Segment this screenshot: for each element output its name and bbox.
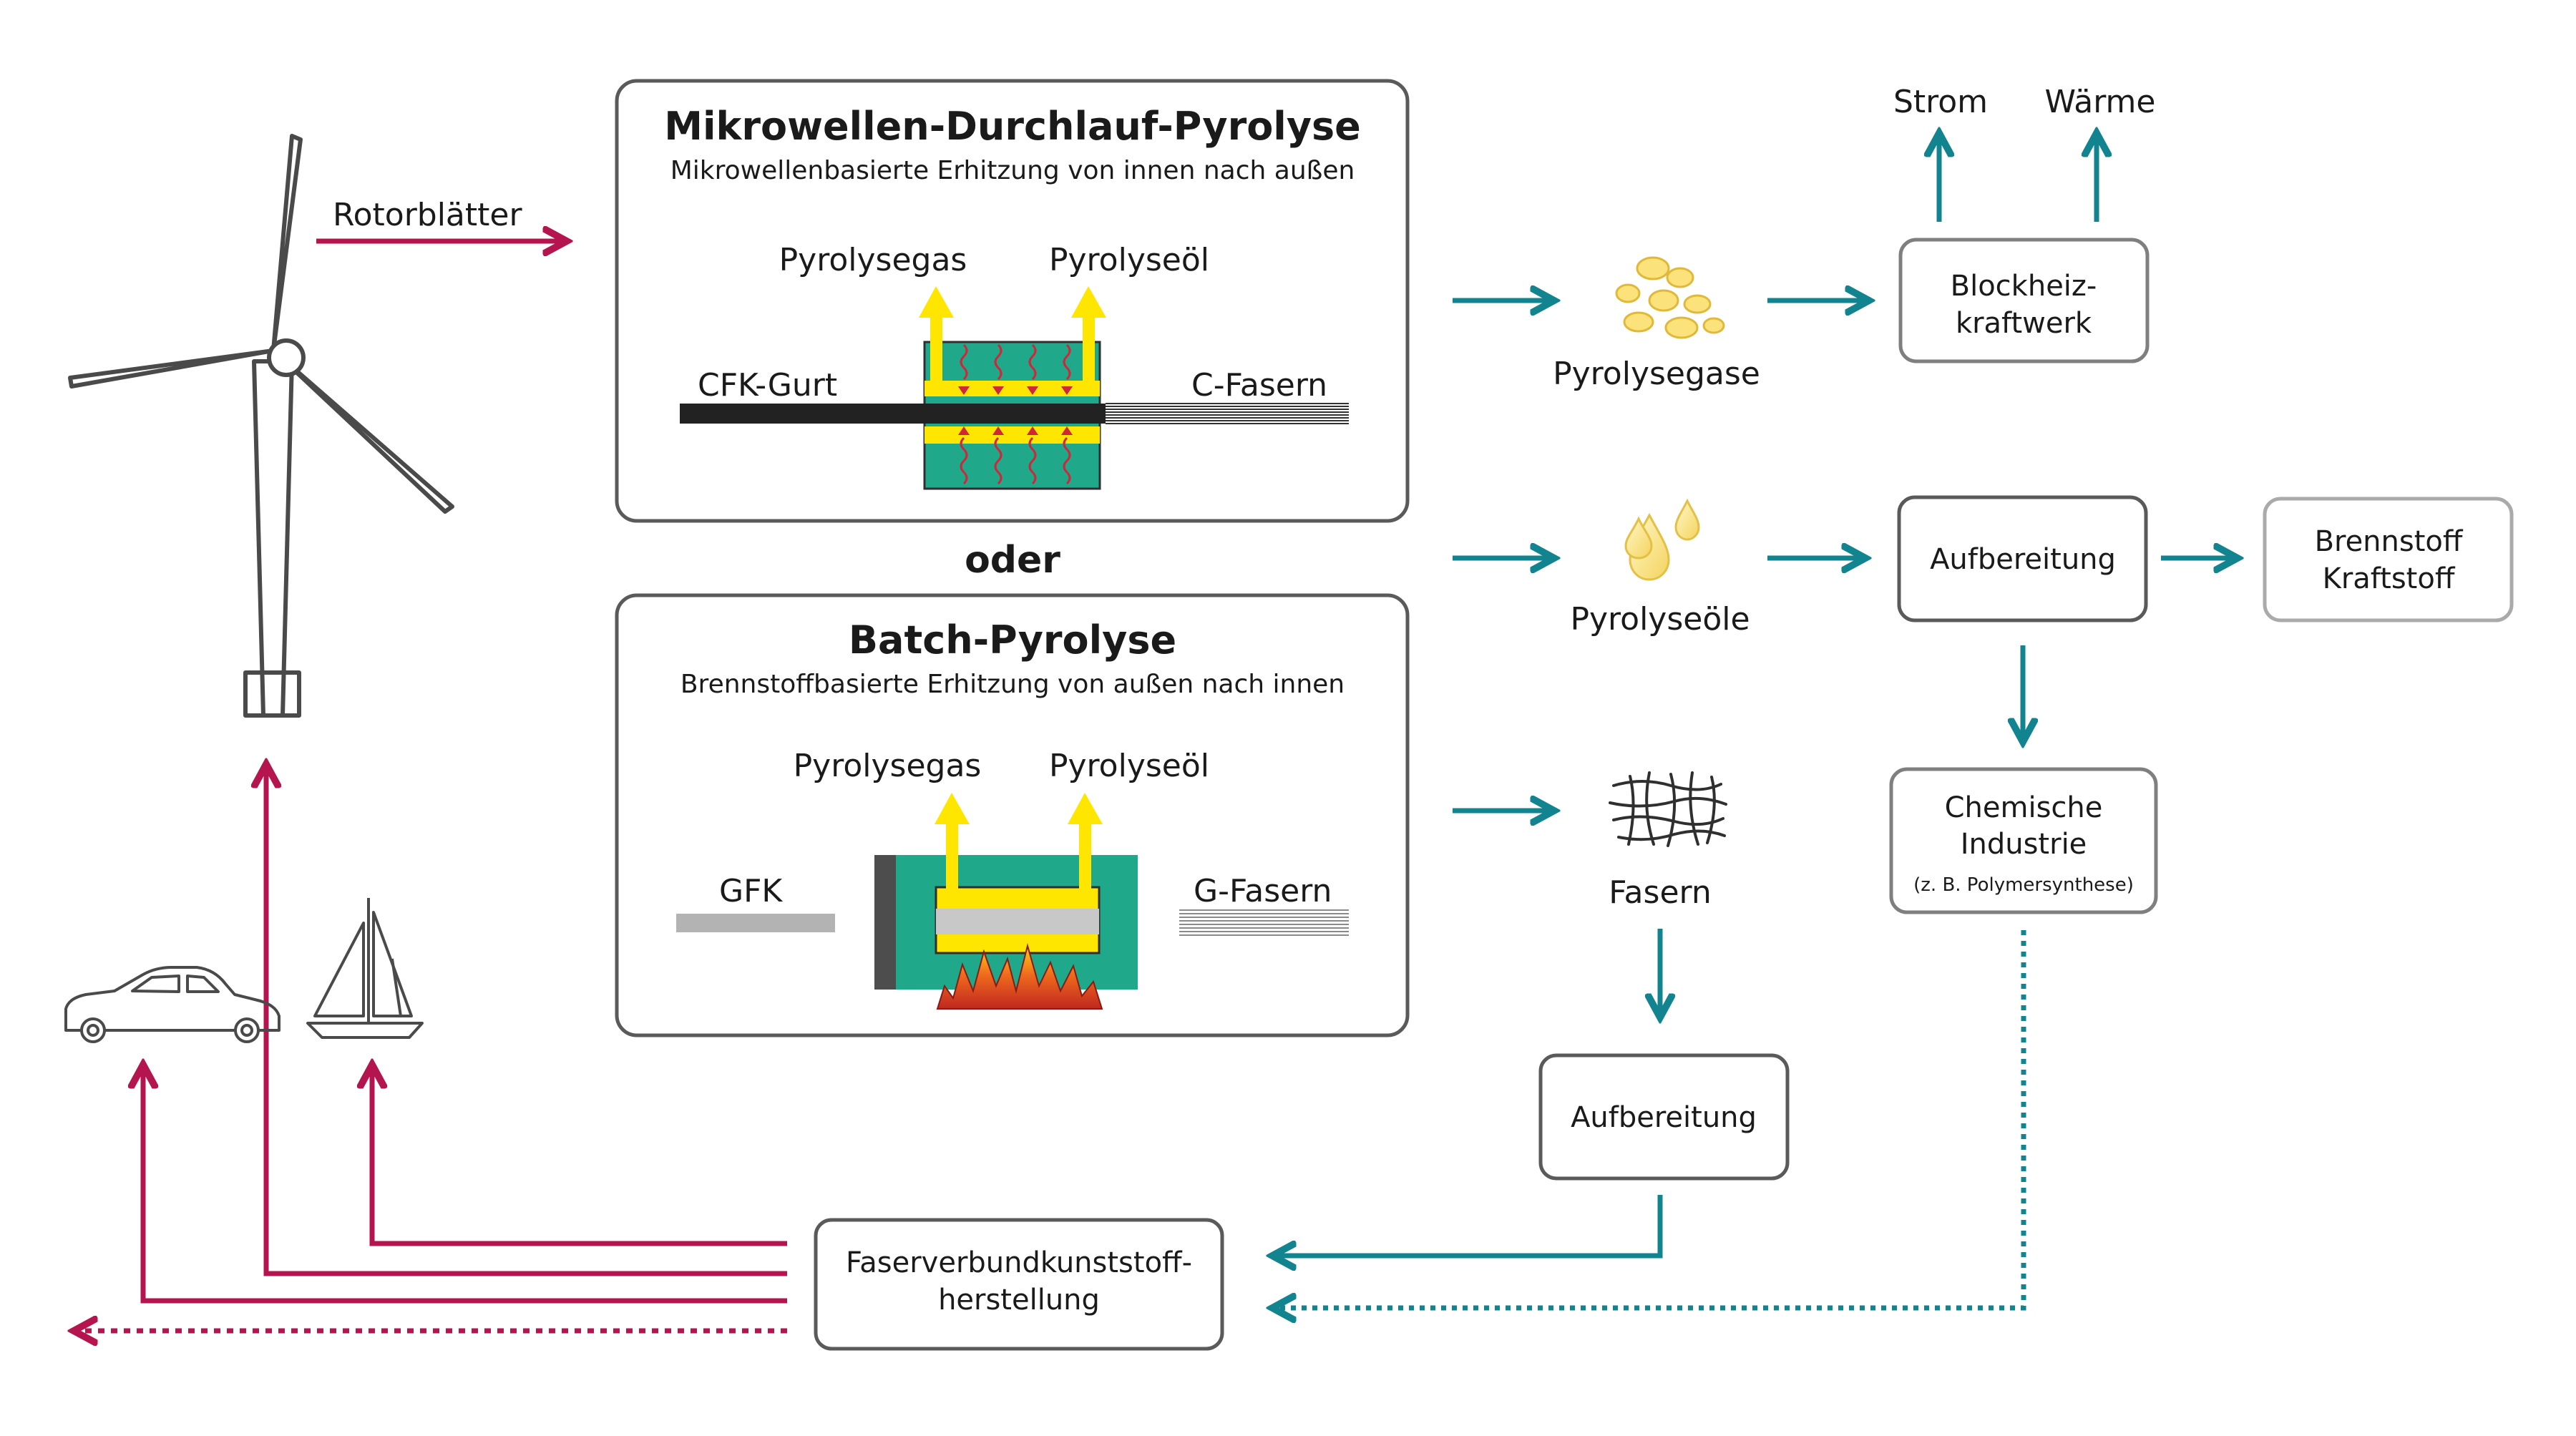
- fiber-mesh-icon: [1609, 771, 1727, 847]
- power-label: Strom: [1893, 84, 1988, 120]
- batch-pyrolysis-box: Batch-Pyrolyse Brennstoffbasierte Erhitz…: [615, 593, 1410, 1037]
- batch-reactor: [874, 793, 1138, 1010]
- composite-to-car-arrow: [143, 1066, 787, 1304]
- gfk-bar: [676, 914, 835, 932]
- rotor-blades-label: Rotorblätter: [333, 197, 522, 233]
- composite-label-1: Faserverbundkunststoff-: [846, 1246, 1192, 1279]
- oils-label: Pyrolyseöle: [1570, 601, 1750, 638]
- c-fibers-lines: [1106, 403, 1349, 424]
- car-icon: [64, 966, 280, 1043]
- microwave-oil-label: Pyrolyseöl: [1049, 242, 1209, 278]
- composite-manufacturing-box: Faserverbundkunststoff- herstellung: [814, 1218, 1224, 1351]
- fiber-processing-label: Aufbereitung: [1571, 1101, 1757, 1134]
- chp-box: Blockheiz- kraftwerk: [1898, 238, 2150, 363]
- g-fibers-label: G-Fasern: [1194, 873, 1332, 909]
- chp-label-1: Blockheiz-: [1951, 270, 2097, 303]
- composite-to-boat-arrow: [372, 1066, 787, 1246]
- chp-label-2: kraftwerk: [1956, 307, 2092, 340]
- batch-gas-label: Pyrolysegas: [794, 748, 982, 784]
- chemical-industry-box: Chemische Industrie (z. B. Polymersynthe…: [1889, 767, 2158, 914]
- batch-subtitle: Brennstoffbasierte Erhitzung von außen n…: [680, 670, 1345, 699]
- composite-label-2: herstellung: [938, 1284, 1100, 1317]
- heat-label: Wärme: [2045, 84, 2156, 120]
- oil-processing-box: Aufbereitung: [1897, 495, 2148, 622]
- microwave-title: Mikrowellen-Durchlauf-Pyrolyse: [664, 104, 1361, 149]
- fuel-label-2: Kraftstoff: [2323, 562, 2456, 595]
- composite-to-turbine-arrow: [266, 766, 787, 1276]
- chemical-note: (z. B. Polymersynthese): [1913, 874, 2134, 896]
- cfk-belt: [680, 404, 1106, 424]
- microwave-pyrolysis-box: Mikrowellen-Durchlauf-Pyrolyse Mikrowell…: [615, 79, 1410, 523]
- wind-turbine-icon: [68, 134, 454, 718]
- chemical-label-2: Industrie: [1961, 828, 2087, 861]
- fiber-to-composite-arrow: [1274, 1195, 1663, 1256]
- gfk-input-label: GFK: [719, 873, 783, 909]
- chemical-label-1: Chemische: [1945, 791, 2103, 824]
- fuel-box: Brennstoff Kraftstoff: [2263, 497, 2514, 622]
- c-fibers-label: C-Fasern: [1191, 367, 1327, 404]
- fuel-label-1: Brennstoff: [2315, 525, 2464, 558]
- batch-title: Batch-Pyrolyse: [849, 617, 1176, 663]
- fibers-label: Fasern: [1609, 874, 1711, 911]
- cfk-input-label: CFK-Gurt: [698, 367, 837, 404]
- fiber-processing-box: Aufbereitung: [1538, 1053, 1790, 1181]
- oil-processing-label: Aufbereitung: [1930, 543, 2116, 576]
- batch-oil-label: Pyrolyseöl: [1049, 748, 1209, 784]
- chemical-to-composite-arrow: [1274, 930, 2026, 1308]
- oil-drops-icon: [1624, 498, 1700, 581]
- gases-label: Pyrolysegase: [1553, 356, 1760, 392]
- gas-cloud-icon: [1615, 256, 1725, 339]
- microwave-gas-label: Pyrolysegas: [779, 242, 967, 278]
- fire-icon: [936, 943, 1103, 1010]
- or-label: oder: [965, 539, 1060, 582]
- microwave-subtitle: Mikrowellenbasierte Erhitzung von innen …: [670, 156, 1355, 185]
- g-fibers-lines: [1179, 909, 1349, 936]
- sailboat-icon: [306, 898, 424, 1039]
